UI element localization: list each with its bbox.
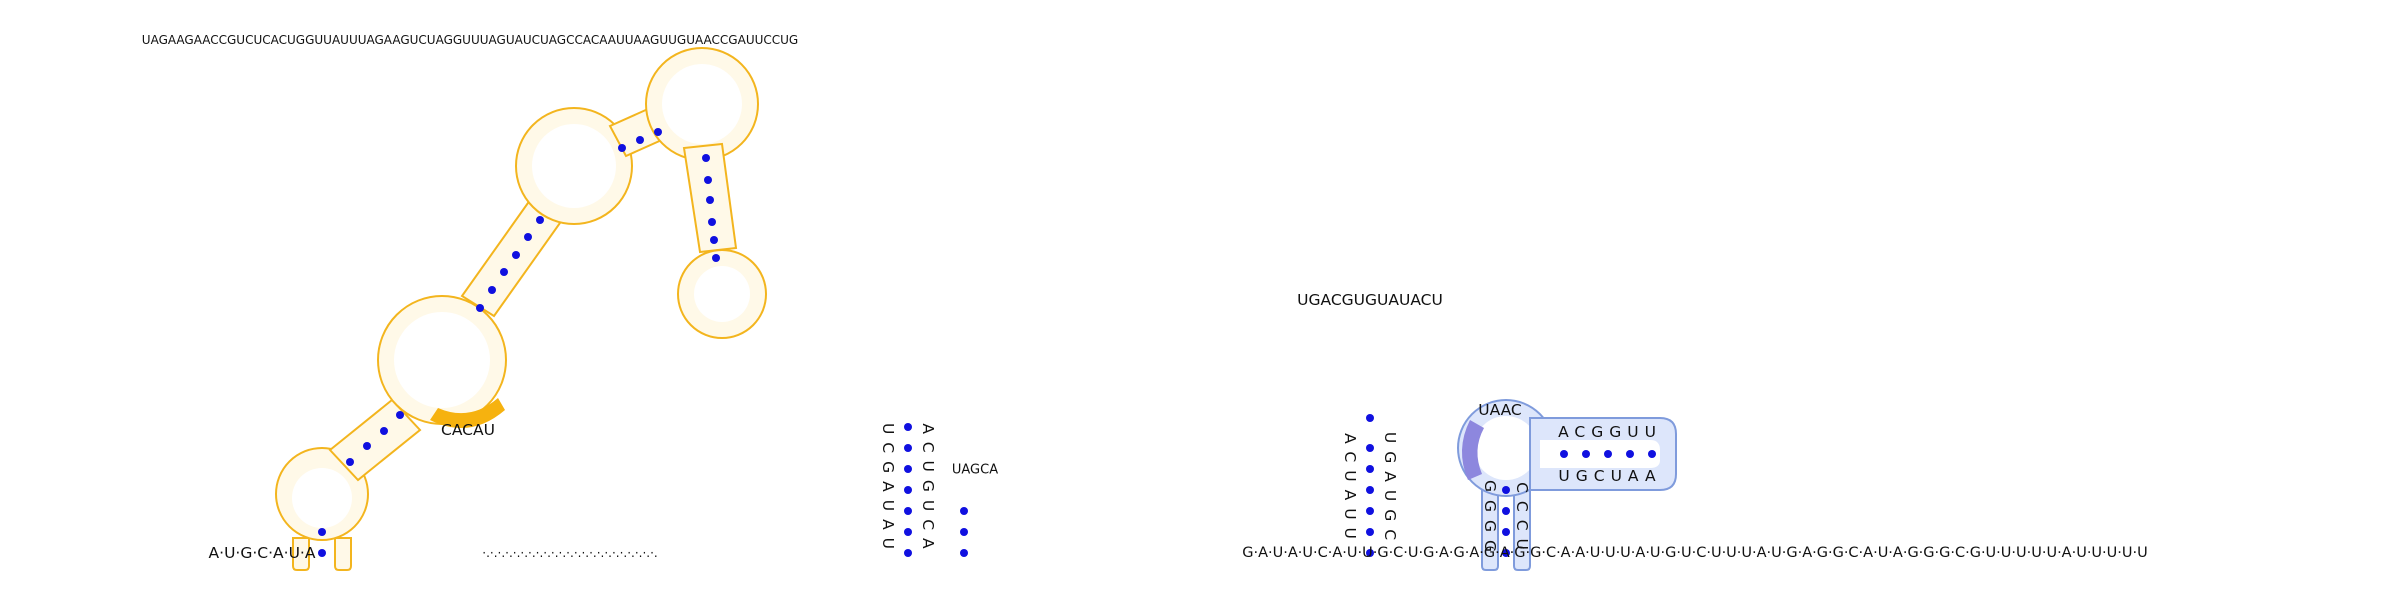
- hairpin3-left-stem-text: ACUAUU: [1341, 433, 1359, 547]
- backbone-gap-text: ·.·.·.·.·.·.·.·.·.·.·.·.·.·.·.·.·.·.·.·.…: [482, 546, 657, 560]
- hairpin1-sequence-text: UAGAAGAACCGUCUCACUGGUUAUUUAGAAGUCUAGGUUU…: [142, 33, 798, 47]
- hairpin2-loop-text: UAGCA: [952, 463, 998, 478]
- backbone-5prime-text: A·U·G·C·A·U·A: [209, 544, 316, 562]
- base-pair-dots: [318, 128, 1656, 557]
- hairpin2-right-stem-text: ACUGUCA: [919, 423, 937, 556]
- hairpin4-loop-text: UAAC: [1478, 401, 1522, 419]
- hairpin3-right-stem-text: UGAUGC: [1381, 432, 1399, 548]
- hairpin4-right-stem-text: CCCU: [1513, 482, 1531, 558]
- gold-highlight-region: [275, 47, 767, 571]
- hairpin2-left-stem-text: UCGAUAU: [879, 423, 897, 557]
- blue-highlight-region: [1457, 399, 1677, 571]
- hairpin4-helix-bottom-text: UGCUAA: [1558, 467, 1661, 485]
- backbone-3prime-text: G·A·U·A·U·C·A·U·U·G·C·U·G·A·G·A·G·A·G·G·…: [1242, 545, 2147, 561]
- hairpin4-helix-top-text: ACGGUU: [1558, 423, 1662, 441]
- hairpin4-left-stem-text: GGGG: [1481, 480, 1499, 560]
- hairpin3-loop-text: UGACGUGUAUACU: [1297, 291, 1443, 309]
- hairpin1-highlight-text: CACAU: [441, 421, 495, 439]
